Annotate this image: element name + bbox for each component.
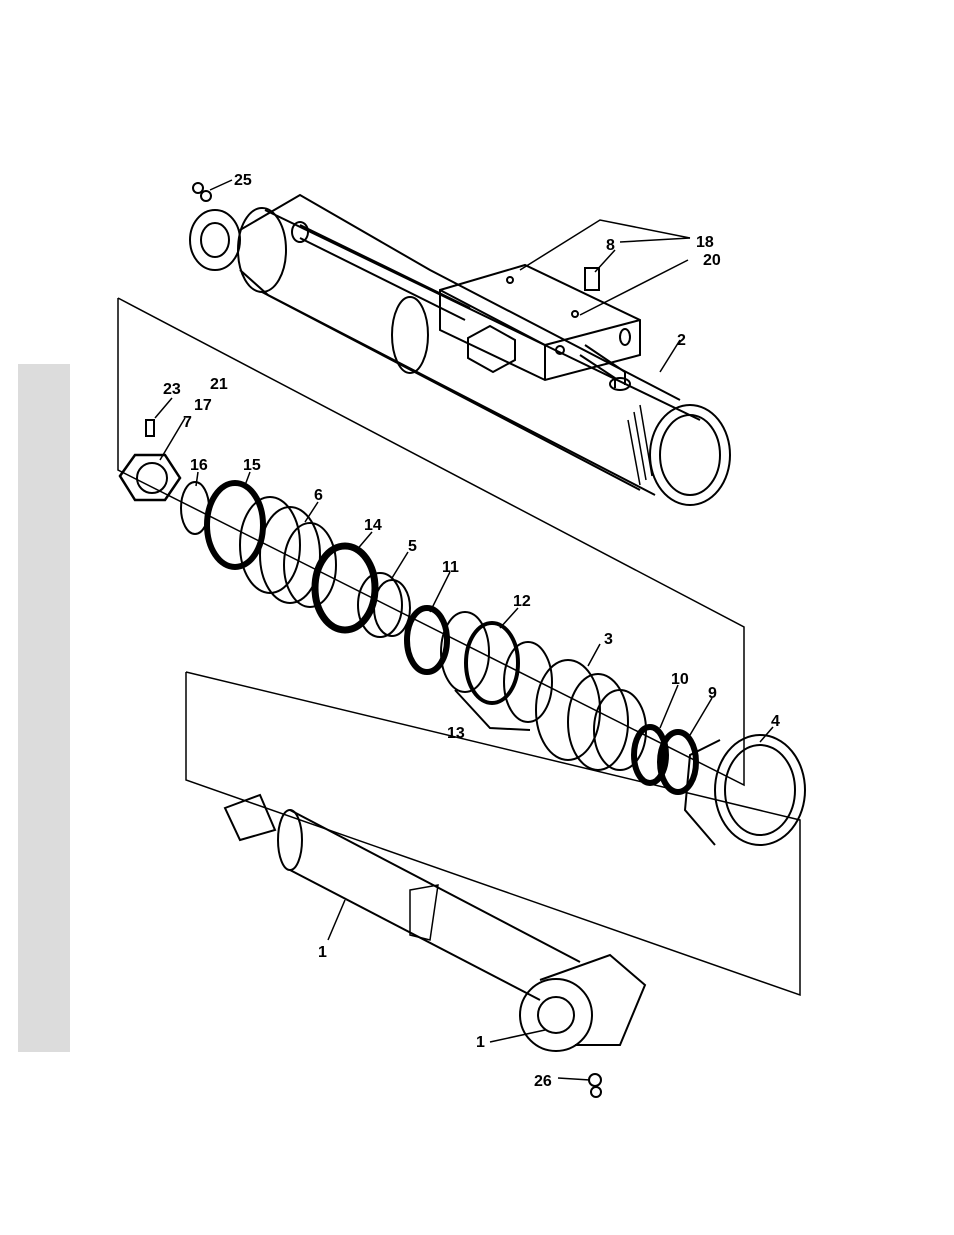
callout-4: 4 xyxy=(771,713,780,730)
leader-lines xyxy=(155,180,773,1080)
callout-1-eye: 1 xyxy=(476,1034,485,1051)
callout-5: 5 xyxy=(408,538,417,555)
callout-6: 6 xyxy=(314,487,323,504)
callout-16: 16 xyxy=(190,457,208,474)
callout-17: 17 xyxy=(194,397,212,414)
callout-1: 1 xyxy=(318,944,327,961)
callout-3: 3 xyxy=(604,631,613,648)
callout-23: 23 xyxy=(163,381,181,398)
callout-12: 12 xyxy=(513,593,531,610)
piston-rod xyxy=(186,672,800,1097)
callout-15: 15 xyxy=(243,457,261,474)
callout-9: 9 xyxy=(708,685,717,702)
callout-11: 11 xyxy=(442,559,459,576)
callout-26: 26 xyxy=(534,1073,552,1090)
callout-25: 25 xyxy=(234,172,252,189)
cylinder-barrel xyxy=(118,183,744,785)
callout-20: 20 xyxy=(703,252,721,269)
callout-18: 18 xyxy=(696,234,714,251)
callout-10: 10 xyxy=(671,671,689,688)
callout-21: 21 xyxy=(210,376,228,393)
callout-2: 2 xyxy=(677,332,686,349)
callout-8: 8 xyxy=(606,237,615,254)
callout-13: 13 xyxy=(447,725,465,742)
callout-14: 14 xyxy=(364,517,382,534)
callout-7: 7 xyxy=(183,414,192,431)
seal-kit xyxy=(120,420,805,845)
